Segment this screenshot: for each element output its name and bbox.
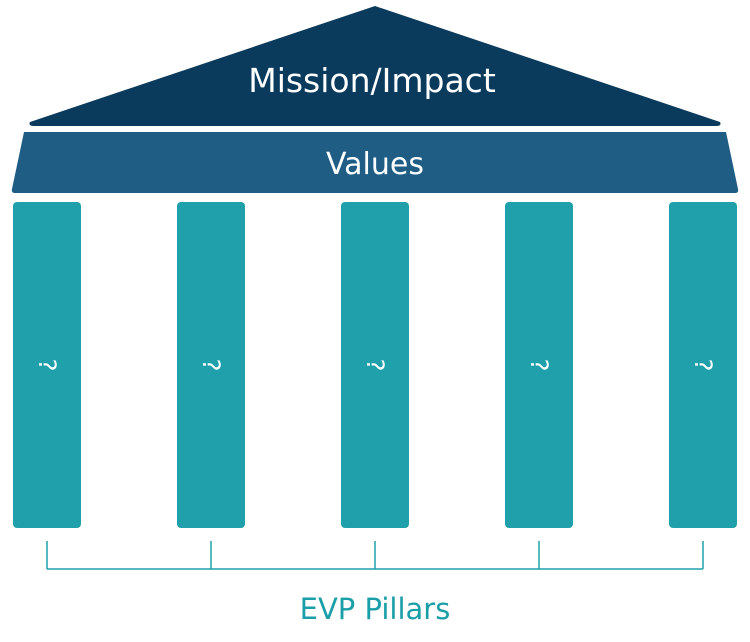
pillar-5: ?	[669, 202, 737, 528]
pillar-3-column	[341, 202, 409, 528]
pillar-3-label: ?	[361, 359, 389, 372]
pillar-4-label: ?	[525, 359, 553, 372]
pillar-5-label: ?	[689, 359, 717, 372]
evp-pillars-caption: EVP Pillars	[300, 592, 451, 626]
pillar-1: ?	[13, 202, 81, 528]
pillar-2-label: ?	[197, 359, 225, 372]
pillar-4-column	[505, 202, 573, 528]
pillars-bracket	[46, 541, 704, 570]
values-beam	[11, 132, 739, 193]
roof-label: Mission/Impact	[248, 61, 496, 100]
pillar-4: ?	[505, 202, 573, 528]
pillars-group: ?????	[13, 202, 737, 528]
values-label: Values	[326, 147, 424, 182]
pillar-1-column	[13, 202, 81, 528]
pillar-2: ?	[177, 202, 245, 528]
pillar-5-column	[669, 202, 737, 528]
roof-triangle	[29, 6, 721, 126]
pillar-1-label: ?	[33, 359, 61, 372]
pillar-2-column	[177, 202, 245, 528]
pillar-3: ?	[341, 202, 409, 528]
